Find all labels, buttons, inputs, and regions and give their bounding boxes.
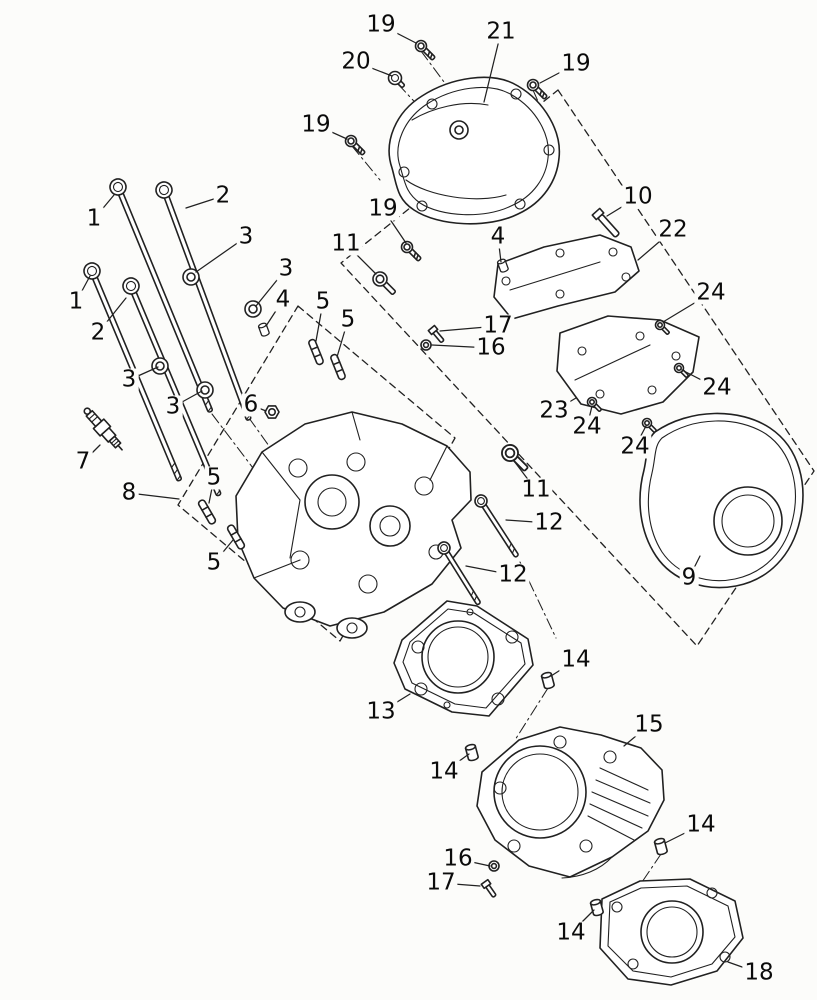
- callout-label-2-10: 2: [88, 319, 108, 346]
- callout-label-17-17: 17: [481, 312, 515, 339]
- callout-label-5-20: 5: [313, 288, 333, 315]
- callout-label-5-33: 5: [204, 549, 224, 576]
- callout-label-19-3: 19: [559, 50, 593, 77]
- callout-label-18-45: 18: [742, 959, 776, 986]
- callout-label-11-12: 11: [329, 230, 363, 257]
- callout-label-24-16: 24: [694, 279, 728, 306]
- callout-label-4-19: 4: [273, 286, 293, 313]
- callout-label-2-6: 2: [213, 182, 233, 209]
- head-bolt-1-drawing: [109, 178, 214, 413]
- dowel-14-icon: [464, 742, 480, 763]
- bolt-12-drawing: [437, 541, 481, 606]
- head-bolt-2-drawing: [122, 277, 222, 497]
- head-gasket-drawing: [393, 600, 534, 717]
- screw-17-drawing: [480, 878, 497, 898]
- assembly-boundary-head: [177, 305, 456, 642]
- bolt-19-icon: [412, 37, 439, 64]
- cylinder-head-drawing: [235, 411, 472, 639]
- callout-label-1-5: 1: [84, 205, 104, 232]
- callout-label-9-36: 9: [679, 564, 699, 591]
- callout-label-22-15: 22: [656, 216, 690, 243]
- callout-label-16-42: 16: [441, 845, 475, 872]
- callout-label-14-38: 14: [559, 646, 593, 673]
- bolt-12-drawing: [474, 494, 519, 558]
- callout-label-3-7: 3: [236, 223, 256, 250]
- cylinder-block-drawing: [476, 726, 665, 879]
- dowel-4-icon: [257, 321, 271, 338]
- bolt-10-drawing: [591, 207, 620, 238]
- callout-label-19-4: 19: [299, 111, 333, 138]
- breather-plate-drawing: [493, 234, 640, 320]
- leader-line-21: [483, 31, 502, 103]
- nut-6-icon: [264, 405, 280, 419]
- bolt-20-drawing: [387, 70, 406, 89]
- spark-plug-drawing: [83, 407, 123, 451]
- base-gasket-drawing: [599, 878, 744, 986]
- callout-label-3-8: 3: [276, 255, 296, 282]
- callout-label-24-28: 24: [618, 433, 652, 460]
- callout-label-24-25: 24: [700, 374, 734, 401]
- screw-17-drawing: [427, 324, 445, 343]
- callout-label-4-14: 4: [488, 223, 508, 250]
- stud-5-icon: [307, 337, 325, 367]
- stud-5-icon: [196, 498, 218, 526]
- callout-label-21-2: 21: [484, 18, 518, 45]
- callout-label-1-9: 1: [66, 288, 86, 315]
- callout-label-19-0: 19: [364, 11, 398, 38]
- callout-label-17-43: 17: [424, 869, 458, 896]
- callout-label-10-13: 10: [621, 183, 655, 210]
- bolt-11-icon: [497, 440, 533, 476]
- callout-label-20-1: 20: [339, 48, 373, 75]
- washer-3-icon: [196, 381, 214, 399]
- washer-3-icon: [151, 357, 169, 375]
- callout-label-8-30: 8: [119, 479, 139, 506]
- valve-cover-drawing: [388, 76, 561, 225]
- callout-label-14-41: 14: [684, 811, 718, 838]
- stud-5-icon: [329, 352, 347, 382]
- bolt-11-icon: [369, 268, 400, 299]
- callout-label-14-39: 14: [427, 758, 461, 785]
- callout-label-12-34: 12: [532, 509, 566, 536]
- washer-16-icon: [420, 339, 432, 351]
- callout-label-5-32: 5: [204, 464, 224, 491]
- cam-plate-drawing: [556, 315, 700, 415]
- dowel-14-icon: [653, 836, 669, 857]
- callout-label-14-44: 14: [554, 919, 588, 946]
- callout-label-19-11: 19: [366, 195, 400, 222]
- callout-label-12-35: 12: [496, 561, 530, 588]
- callout-label-3-23: 3: [163, 393, 183, 420]
- callout-label-23-26: 23: [537, 397, 571, 424]
- callout-label-13-37: 13: [364, 698, 398, 725]
- bolt-19-icon: [398, 238, 425, 265]
- timing-gasket-drawing: [639, 412, 804, 589]
- bolt-19-icon: [342, 132, 369, 159]
- callout-label-16-18: 16: [474, 334, 508, 361]
- callout-label-15-40: 15: [632, 711, 666, 738]
- callout-label-7-29: 7: [73, 448, 93, 475]
- callout-label-11-31: 11: [519, 476, 553, 503]
- callout-label-6-24: 6: [241, 391, 261, 418]
- callout-label-3-22: 3: [119, 366, 139, 393]
- callout-label-5-21: 5: [338, 306, 358, 333]
- callout-label-24-27: 24: [570, 413, 604, 440]
